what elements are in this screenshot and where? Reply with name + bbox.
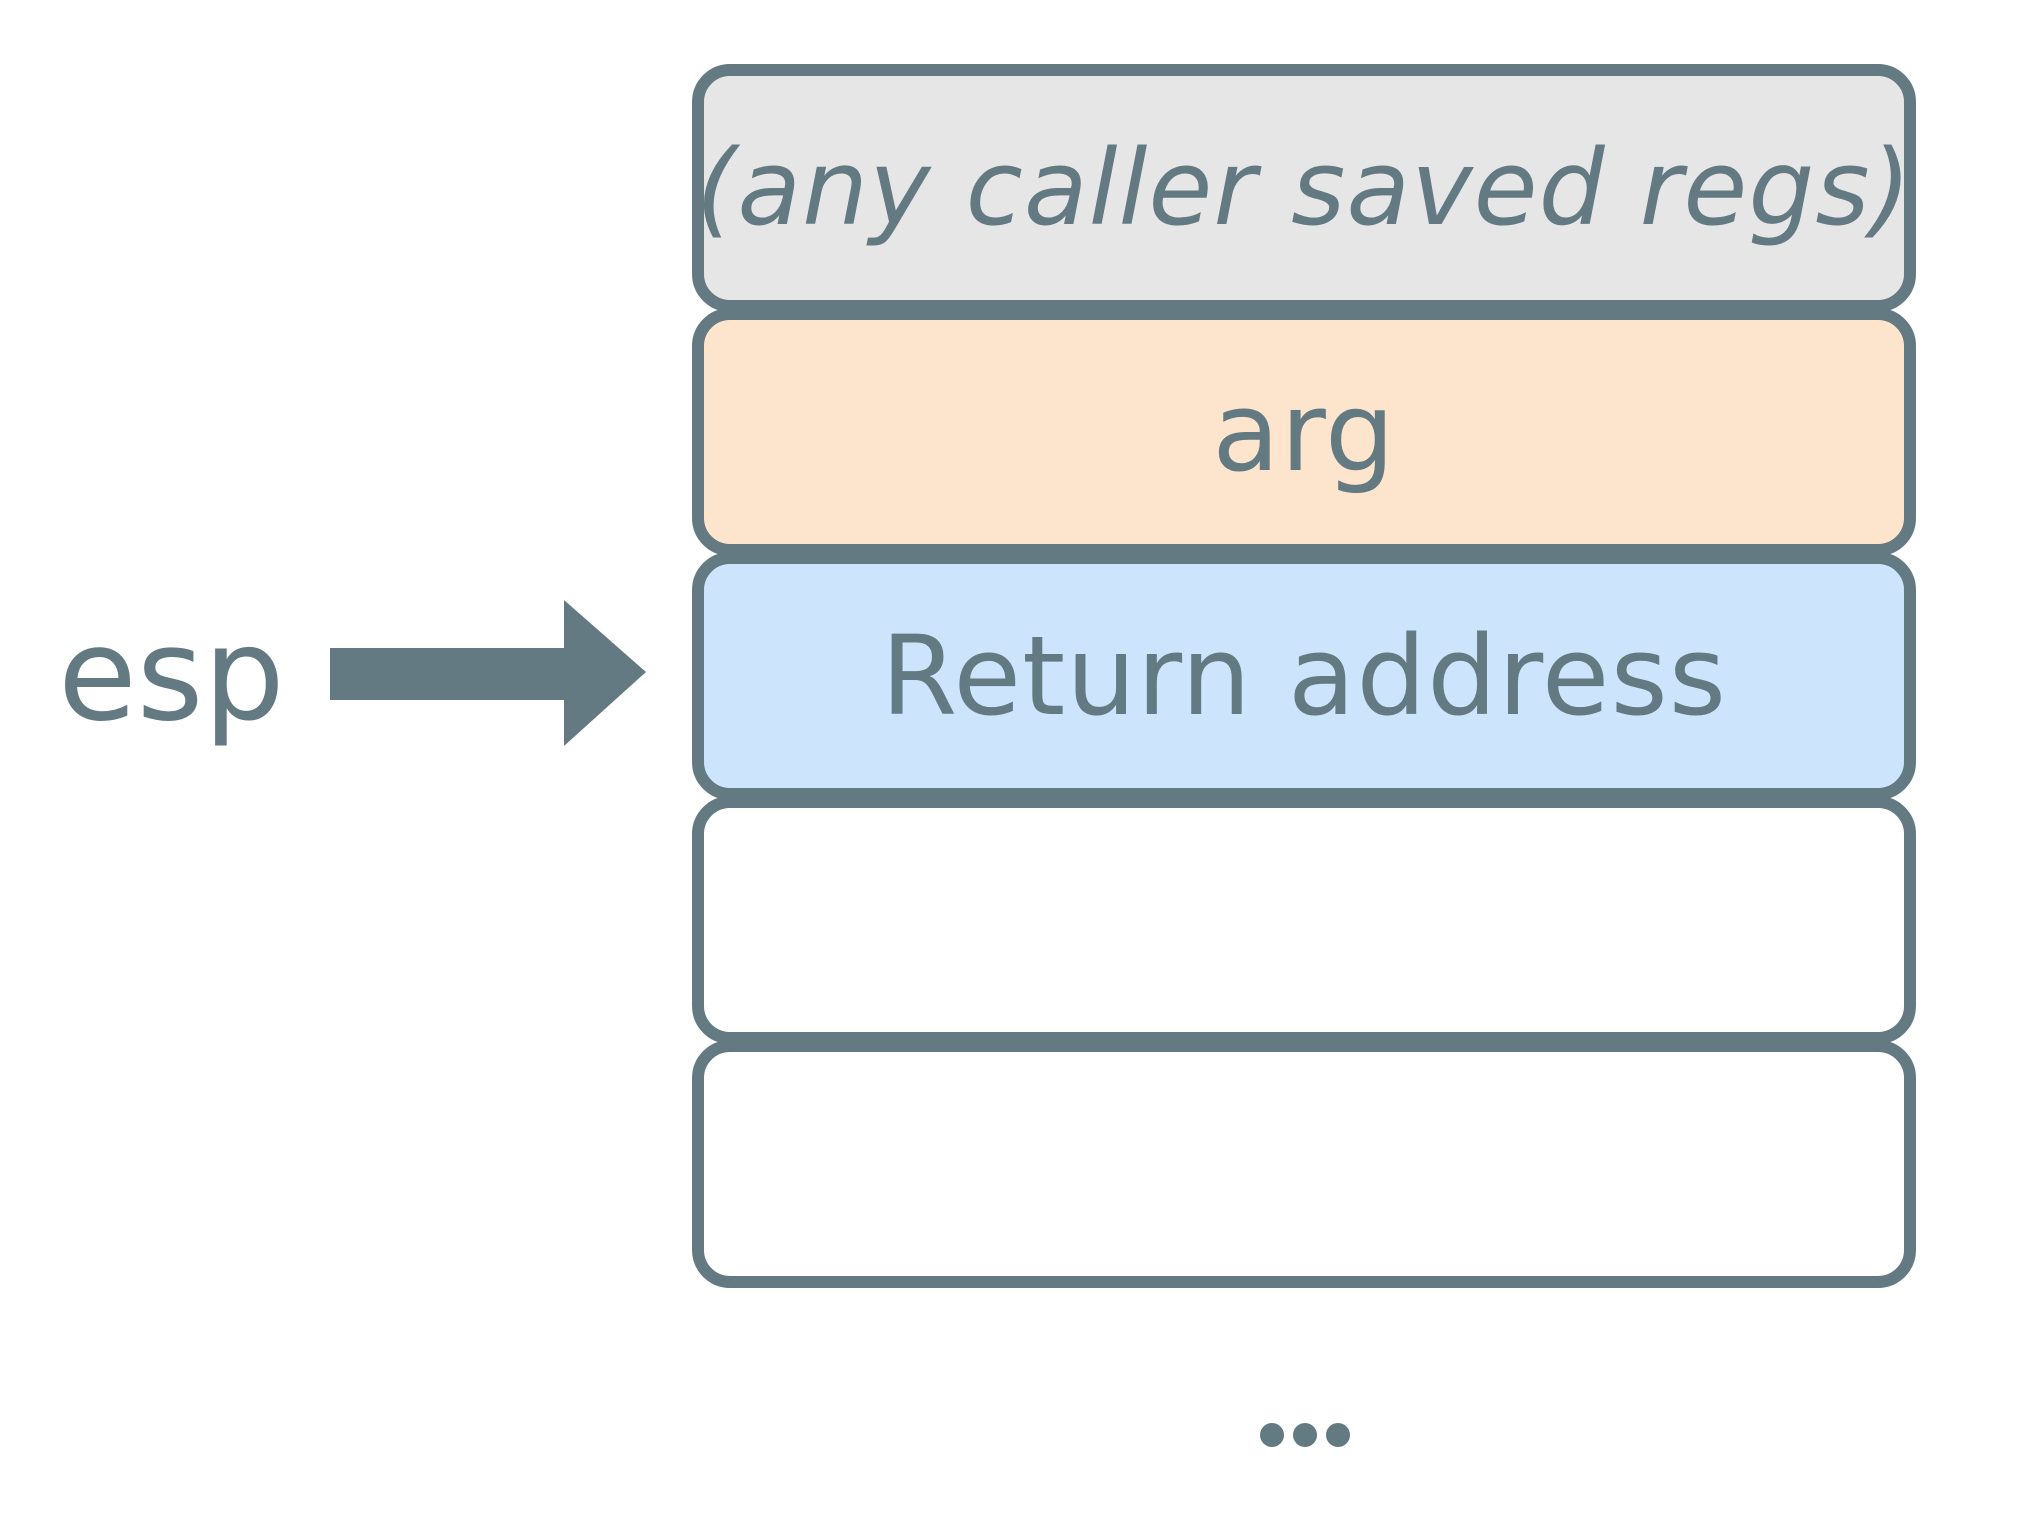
esp-pointer-arrow-icon	[330, 600, 646, 746]
ellipsis-icon	[1260, 1420, 1350, 1450]
stack-slot-arg: arg	[692, 308, 1916, 556]
ellipsis-dot	[1326, 1423, 1350, 1447]
esp-register-label: esp	[58, 601, 285, 750]
stack-slot-label: (any caller saved regs)	[695, 127, 1913, 249]
stack-slot-return-address: Return address	[692, 552, 1916, 800]
ellipsis-dot	[1293, 1423, 1317, 1447]
stack-slot-caller-saved-regs: (any caller saved regs)	[692, 64, 1916, 312]
stack-frame: (any caller saved regs) arg Return addre…	[692, 64, 1916, 1288]
stack-slot-label: arg	[1212, 368, 1396, 496]
stack-slot-empty	[692, 796, 1916, 1044]
stack-slot-label: Return address	[880, 612, 1728, 740]
stack-slot-empty	[692, 1040, 1916, 1288]
ellipsis-dot	[1260, 1423, 1284, 1447]
